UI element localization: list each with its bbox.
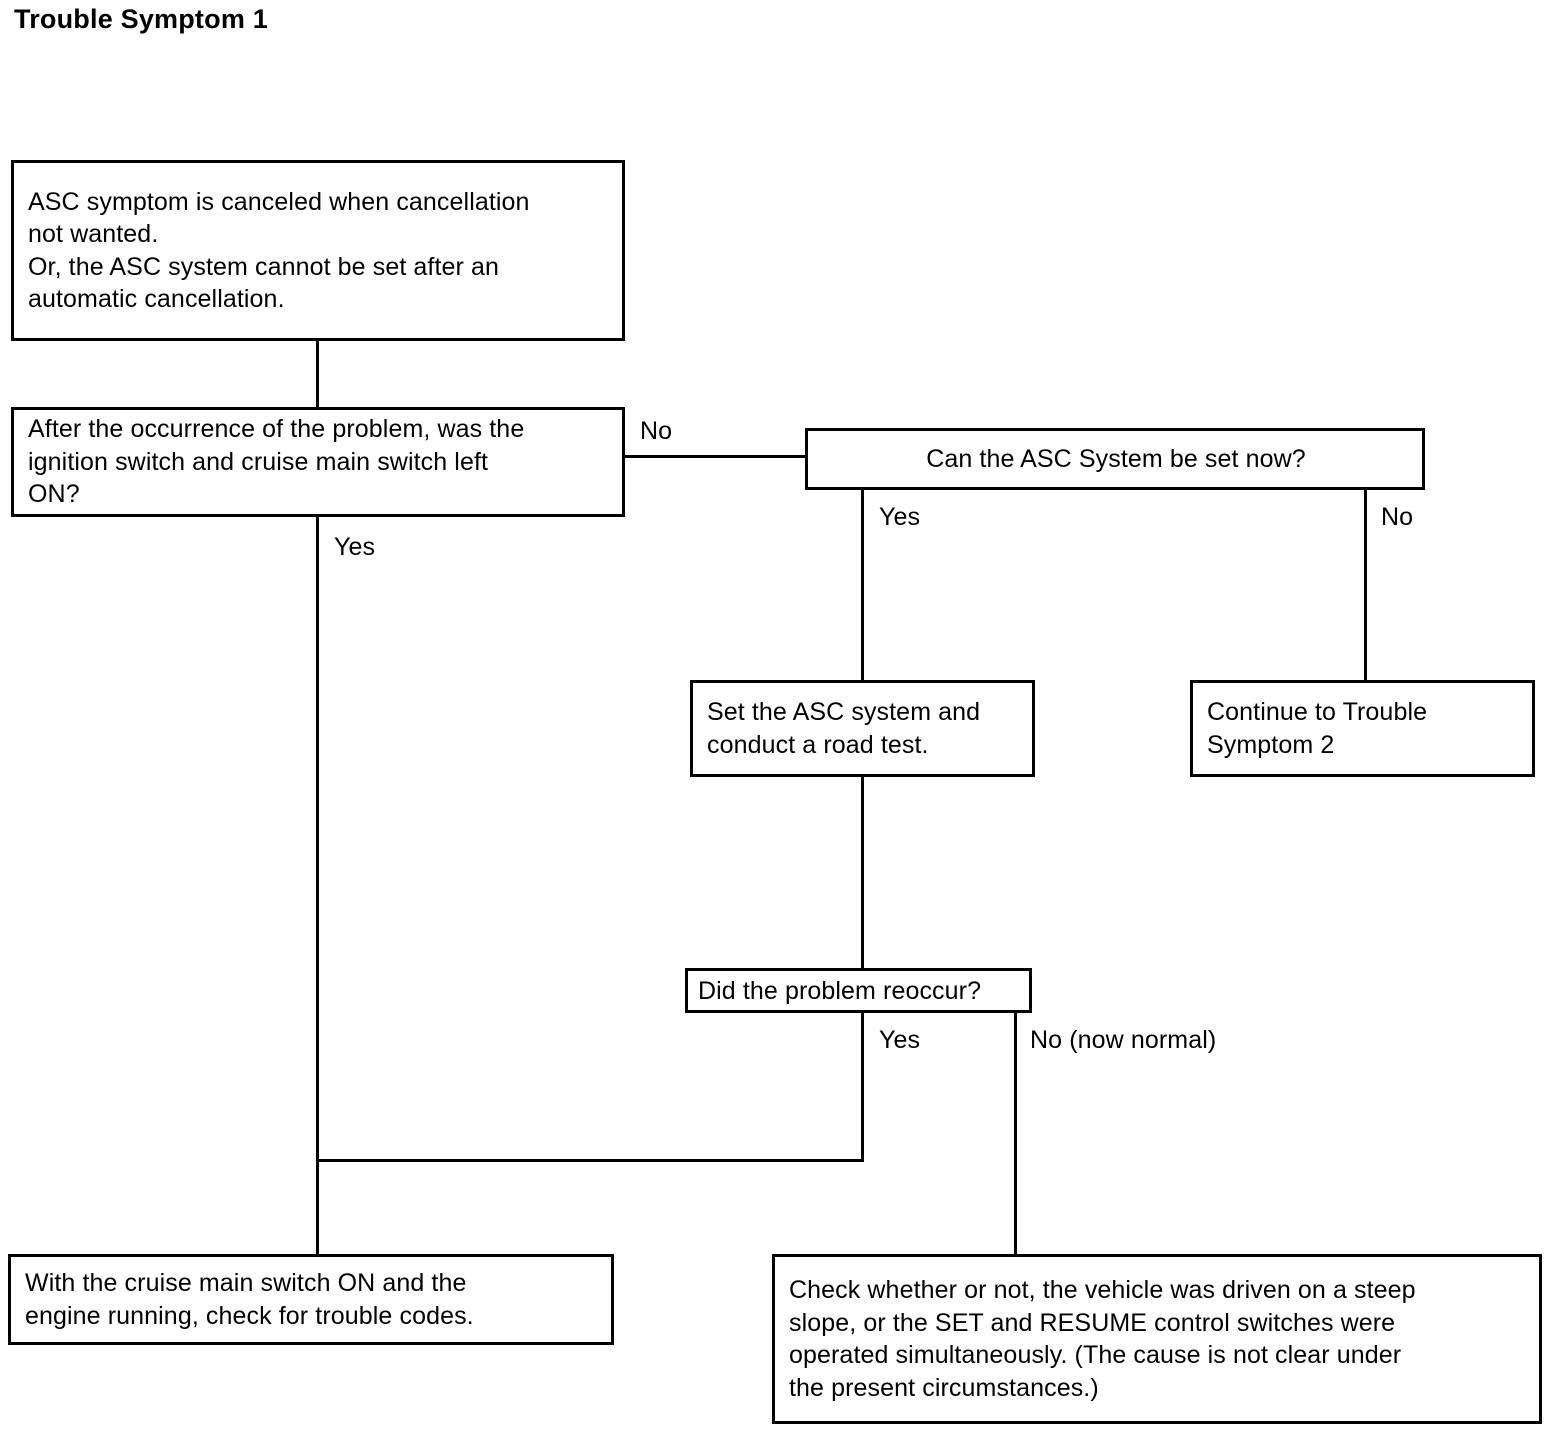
node-check-steep-slope: Check whether or not, the vehicle was dr… [772,1254,1542,1424]
node-question-problem-reoccur: Did the problem reoccur? [685,968,1032,1013]
node-troublecodes-line-2: engine running, check for trouble codes. [25,1301,474,1330]
edge-label-ignition-no: No [640,417,673,445]
connector-reoccur-no-vertical [1014,1013,1017,1254]
node-symptom-line-4: automatic cancellation. [28,285,285,313]
node-symptom-line-3: Or, the ASC system cannot be set after a… [28,252,500,281]
node-canset-line-1: Can the ASC System be set now? [926,444,1306,473]
node-continue-trouble-symptom-2: Continue to Trouble Symptom 2 [1190,680,1535,777]
edge-label-reoccur-no: No (now normal) [1030,1026,1217,1054]
node-steepslope-line-2: slope, or the SET and RESUME control swi… [789,1308,1396,1337]
node-question-ignition-switch: After the occurrence of the problem, was… [11,407,625,517]
edge-label-canset-no: No [1381,503,1414,531]
node-symptom-line-2: not wanted. [28,220,159,248]
connector-reoccur-yes-vertical [861,1013,864,1162]
node-steepslope-line-4: the present circumstances.) [789,1373,1099,1402]
edge-label-reoccur-yes: Yes [879,1026,921,1054]
node-reoccur-line-1: Did the problem reoccur? [698,976,982,1005]
node-symptom-line-1: ASC symptom is canceled when cancellatio… [28,187,530,216]
node-roadtest-line-1: Set the ASC system and [707,698,981,726]
node-continue-line-1: Continue to Trouble [1207,698,1428,726]
page-title: Trouble Symptom 1 [14,4,268,34]
connector-symptom-to-ignition [316,341,319,407]
edge-label-canset-yes: Yes [879,503,921,531]
connector-roadtest-to-reoccur [861,777,864,968]
node-ignition-line-1: After the occurrence of the problem, was… [28,415,525,444]
node-check-trouble-codes: With the cruise main switch ON and the e… [8,1254,614,1345]
node-ignition-line-3: ON? [28,480,80,509]
connector-ignition-no-to-canset [622,455,808,458]
node-continue-line-2: Symptom 2 [1207,730,1335,759]
node-symptom-statement: ASC symptom is canceled when cancellatio… [11,160,625,341]
connector-canset-no [1364,490,1367,680]
node-set-asc-road-test: Set the ASC system and conduct a road te… [690,680,1035,777]
connector-canset-yes [861,490,864,680]
node-roadtest-line-2: conduct a road test. [707,730,929,759]
connector-reoccur-yes-horizontal [316,1159,864,1162]
connector-ignition-yes-trunk [316,517,319,1254]
node-troublecodes-line-1: With the cruise main switch ON and the [25,1269,467,1297]
edge-label-ignition-yes: Yes [334,533,376,561]
node-question-can-asc-be-set: Can the ASC System be set now? [805,428,1425,490]
node-steepslope-line-1: Check whether or not, the vehicle was dr… [789,1276,1416,1304]
node-ignition-line-2: ignition switch and cruise main switch l… [28,447,489,476]
node-steepslope-line-3: operated simultaneously. (The cause is n… [789,1341,1402,1369]
